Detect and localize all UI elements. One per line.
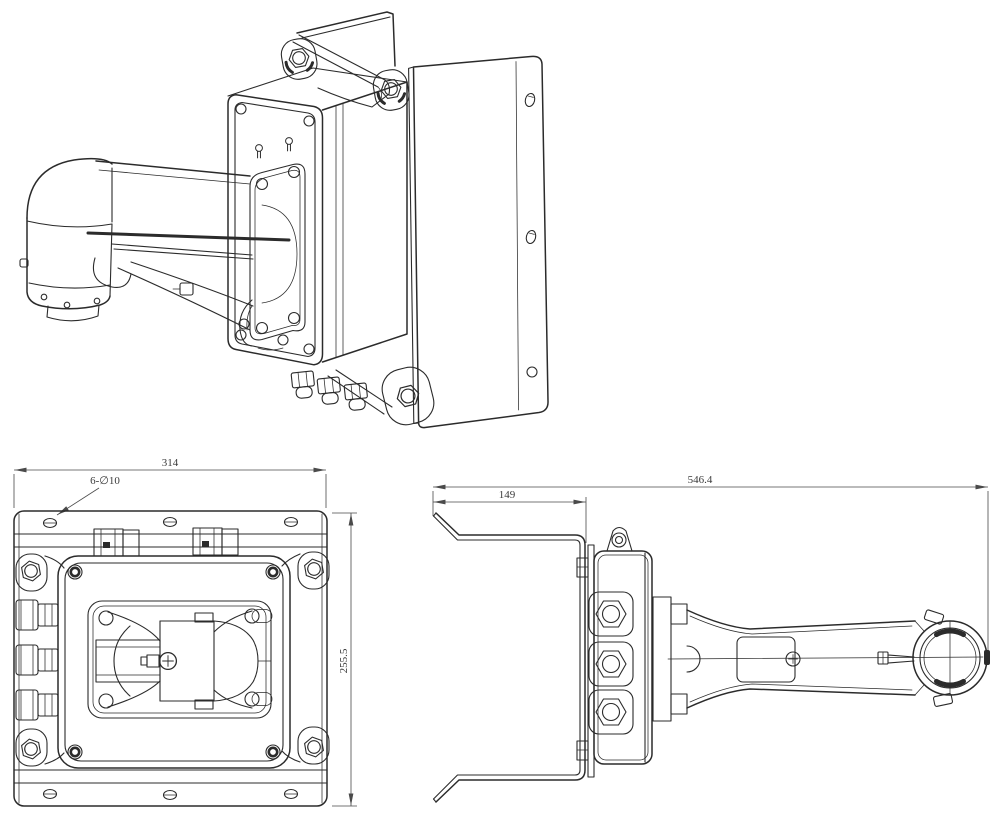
pendant-cap-iso — [19, 157, 113, 322]
junction-box-iso — [227, 67, 408, 366]
arm-lock-screw — [140, 651, 178, 671]
corner-plate-left-wing — [296, 11, 396, 67]
cap-top — [877, 609, 990, 707]
corner-bracket-profile — [432, 512, 586, 803]
dim-bracket: 149 — [433, 489, 587, 543]
arm-flange-front — [87, 600, 273, 719]
dim-overall: 546.4 — [432, 474, 989, 652]
dim-width: 314 — [13, 457, 327, 508]
arm-flange-iso — [249, 163, 306, 341]
side-view: 546.4 149 — [432, 474, 990, 803]
hanging-slot — [255, 144, 263, 159]
dim-overall-label: 546.4 — [688, 474, 713, 486]
arm-section-front — [95, 610, 272, 710]
mounting-holes-top — [42, 516, 299, 529]
cable-glands-iso — [290, 370, 368, 411]
mounting-holes-bottom — [42, 788, 299, 801]
top-gusset — [279, 34, 411, 113]
corner-plate-right-wing — [408, 55, 549, 429]
dim-width-label: 314 — [162, 457, 179, 469]
keyhole-slot — [525, 229, 537, 245]
junction-box-side — [588, 526, 653, 765]
hole-callout: 6-∅10 — [56, 475, 120, 516]
mounting-hole — [526, 366, 538, 378]
cable-glands-front — [15, 599, 59, 721]
hanging-ear — [606, 526, 633, 552]
bottom-gusset — [327, 366, 435, 426]
hanging-slot — [285, 137, 293, 152]
front-view: 314 6-∅10 255.5 — [13, 457, 357, 807]
cap-lug — [984, 650, 990, 665]
retainer-pin — [877, 651, 915, 665]
keyhole-slot — [524, 92, 536, 108]
isometric-view — [19, 11, 549, 429]
dim-height-label: 255.5 — [338, 648, 350, 673]
dim-height: 255.5 — [332, 512, 357, 807]
gusset-bolt — [279, 36, 319, 81]
lid-screws — [235, 103, 315, 355]
hole-callout-label: 6-∅10 — [90, 475, 120, 487]
gusset-bolt — [371, 67, 411, 112]
pendant-arm-iso — [86, 160, 291, 351]
cable-glands-side — [588, 591, 634, 735]
arm-side — [652, 596, 984, 722]
dim-bracket-label: 149 — [499, 489, 516, 501]
wing-bolts — [15, 551, 330, 767]
lid-clips — [93, 527, 239, 557]
